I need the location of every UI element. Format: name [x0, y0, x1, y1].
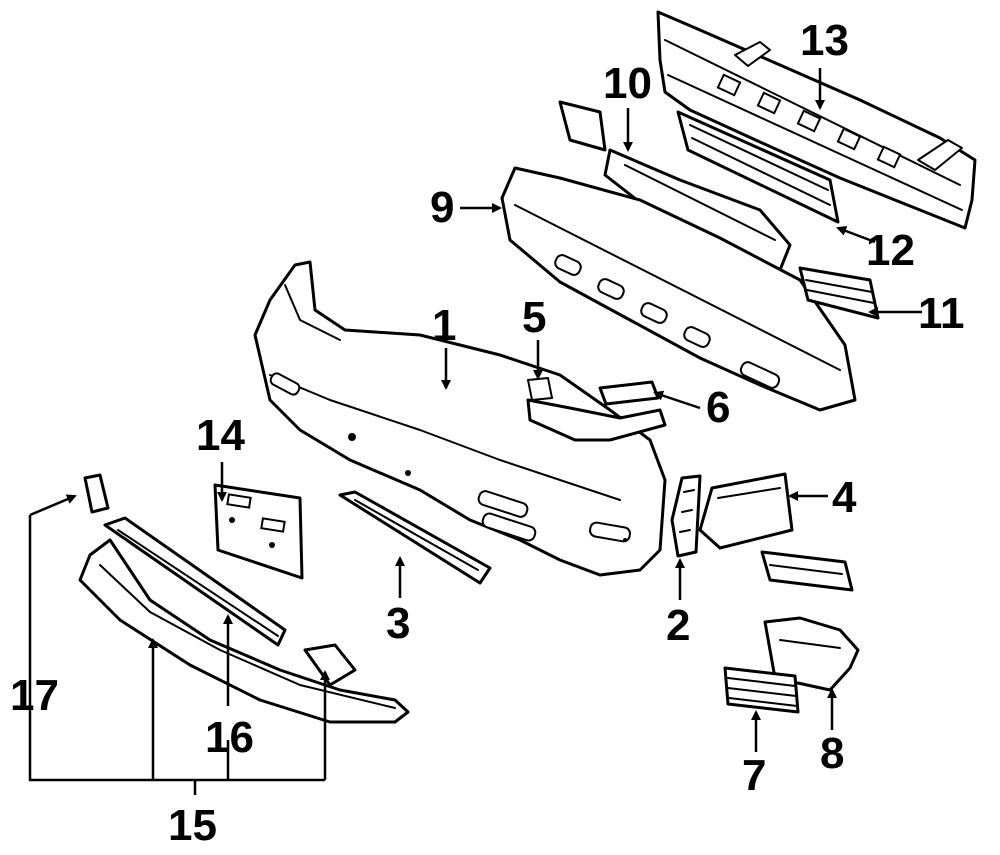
callout-16: 16	[205, 713, 254, 762]
part-13-reinforcement	[656, 10, 977, 230]
part-9-absorber	[500, 166, 857, 412]
part-6-bracket	[598, 380, 660, 406]
part-11-insert	[798, 266, 880, 320]
callout-5: 5	[522, 293, 546, 342]
side-bracket	[526, 398, 667, 442]
callout-7: 7	[742, 751, 766, 800]
callout-15: 15	[168, 801, 217, 850]
part-15-valance	[78, 538, 410, 724]
part-14-plate-bracket	[213, 483, 304, 580]
callout-11: 11	[918, 289, 965, 338]
callout-1: 1	[432, 301, 456, 350]
part-7-grille	[723, 666, 800, 714]
part-3-lower-strip	[338, 490, 492, 585]
callout-3: 3	[386, 599, 410, 648]
callout-17: 17	[10, 671, 59, 720]
callout-12: 12	[866, 226, 915, 275]
part-17-clip	[83, 473, 110, 514]
part-10-retainer	[558, 100, 792, 272]
callout-9: 9	[430, 183, 454, 232]
part-1-bumper-cover	[253, 260, 667, 577]
leader-lines	[28, 68, 922, 795]
callout-2: 2	[666, 601, 690, 650]
part-15-end-cap	[303, 643, 357, 687]
callout-13: 13	[800, 16, 849, 65]
part-4-side-cover	[698, 472, 794, 550]
part-8-lamp-bracket	[763, 616, 860, 692]
part-2-bracket	[670, 474, 702, 558]
part-16-support	[103, 516, 287, 647]
callout-6: 6	[706, 383, 730, 432]
part-5-clip	[527, 377, 553, 401]
callout-14: 14	[196, 411, 245, 460]
callout-labels: 13 10 9 12 11 1 5 6 4 14 3 2 17 16 8 7 1…	[10, 16, 965, 850]
callout-10: 10	[603, 59, 652, 108]
part-12-absorber	[676, 110, 840, 224]
side-insert	[760, 550, 854, 592]
callout-4: 4	[832, 473, 857, 522]
callout-8: 8	[820, 729, 844, 778]
